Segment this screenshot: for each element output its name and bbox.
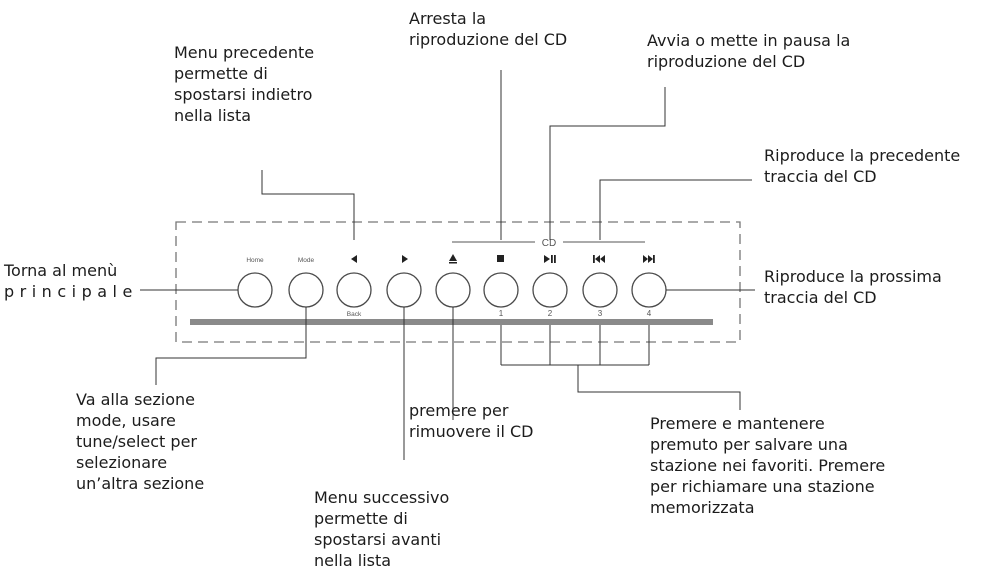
- callout-mode-line: un’altra sezione: [76, 474, 205, 493]
- callout-prev-track-line: traccia del CD: [764, 167, 877, 186]
- eject-icon: [449, 254, 457, 264]
- callout-home-line: Torna al menù: [4, 261, 118, 280]
- callout-back-menu-line: nella lista: [174, 106, 252, 125]
- callout-mode: Va alla sezione mode, usare tune/select …: [76, 389, 204, 494]
- preset-2-label: 2: [548, 309, 553, 318]
- stop-icon: [497, 255, 504, 262]
- callout-home-line: principale: [4, 282, 138, 301]
- callout-stop-line: riproduzione del CD: [409, 30, 568, 49]
- play-pause-icon: [544, 255, 556, 263]
- eject-button[interactable]: [435, 272, 471, 308]
- back-button[interactable]: [336, 272, 372, 308]
- callout-next-menu-line: spostarsi avanti: [314, 530, 442, 549]
- callout-stop-line: Arresta la: [409, 9, 487, 28]
- home-label: Home: [246, 257, 264, 264]
- preset-4-label: 4: [647, 309, 652, 318]
- callout-mode-line: Va alla sezione: [76, 390, 195, 409]
- callout-presets-line: Premere e mantenere: [650, 414, 825, 433]
- callout-presets-line: stazione nei favoriti. Premere: [650, 456, 886, 475]
- callout-eject-line: premere per: [409, 401, 509, 420]
- mode-button[interactable]: [288, 272, 324, 308]
- stop-button[interactable]: [483, 272, 519, 308]
- leader-play-pause: [549, 87, 666, 240]
- callout-next-track-line: Riproduce la prossima: [764, 267, 942, 286]
- callout-presets-line: memorizzata: [650, 498, 755, 517]
- callout-back-menu: Menu precedente permette di spostarsi in…: [174, 42, 314, 126]
- callout-play-pause: Avvia o mette in pausa la riproduzione d…: [647, 30, 850, 72]
- panel-bar: [190, 319, 713, 325]
- skip-forward-icon: [643, 255, 655, 263]
- mode-label: Mode: [298, 257, 315, 264]
- callout-next-menu-line: permette di: [314, 509, 408, 528]
- callout-next-menu: Menu successivo permette di spostarsi av…: [314, 487, 449, 571]
- callout-mode-line: selezionare: [76, 453, 168, 472]
- play-pause-button[interactable]: [532, 272, 568, 308]
- callout-back-menu-line: permette di: [174, 64, 268, 83]
- callout-prev-track-line: Riproduce la precedente: [764, 146, 961, 165]
- leader-mode: [155, 307, 307, 385]
- callout-next-menu-line: nella lista: [314, 551, 392, 570]
- callout-home: Torna al menù principale: [4, 260, 138, 302]
- cd-label: CD: [542, 238, 556, 249]
- leader-prev-track: [599, 179, 752, 240]
- callout-back-menu-line: spostarsi indietro: [174, 85, 313, 104]
- callout-presets-line: premuto per salvare una: [650, 435, 848, 454]
- callout-prev-track: Riproduce la precedente traccia del CD: [764, 145, 960, 187]
- callout-next-track: Riproduce la prossima traccia del CD: [764, 266, 942, 308]
- back-sublabel: Back: [347, 311, 362, 318]
- callout-stop: Arresta la riproduzione del CD: [409, 8, 567, 50]
- callout-play-pause-line: Avvia o mette in pausa la: [647, 31, 851, 50]
- callout-presets: Premere e mantenere premuto per salvare …: [650, 413, 885, 518]
- prev-track-button[interactable]: [582, 272, 618, 308]
- home-button[interactable]: [237, 272, 273, 308]
- preset-3-label: 3: [598, 309, 603, 318]
- triangle-right-icon: [402, 255, 408, 263]
- next-menu-button[interactable]: [386, 272, 422, 308]
- callout-play-pause-line: riproduzione del CD: [647, 52, 806, 71]
- callout-back-menu-line: Menu precedente: [174, 43, 315, 62]
- callout-eject: premere per rimuovere il CD: [409, 400, 533, 442]
- skip-back-icon: [593, 255, 605, 263]
- leader-back: [261, 170, 355, 240]
- callout-presets-line: per richiamare una stazione: [650, 477, 875, 496]
- preset-1-label: 1: [499, 309, 504, 318]
- callout-next-menu-line: Menu successivo: [314, 488, 450, 507]
- leader-presets: [577, 365, 741, 410]
- panel-outline: [175, 221, 741, 343]
- next-track-button[interactable]: [631, 272, 667, 308]
- callout-mode-line: tune/select per: [76, 432, 197, 451]
- callout-next-track-line: traccia del CD: [764, 288, 877, 307]
- callout-mode-line: mode, usare: [76, 411, 176, 430]
- callout-eject-line: rimuovere il CD: [409, 422, 534, 441]
- triangle-left-icon: [351, 255, 357, 263]
